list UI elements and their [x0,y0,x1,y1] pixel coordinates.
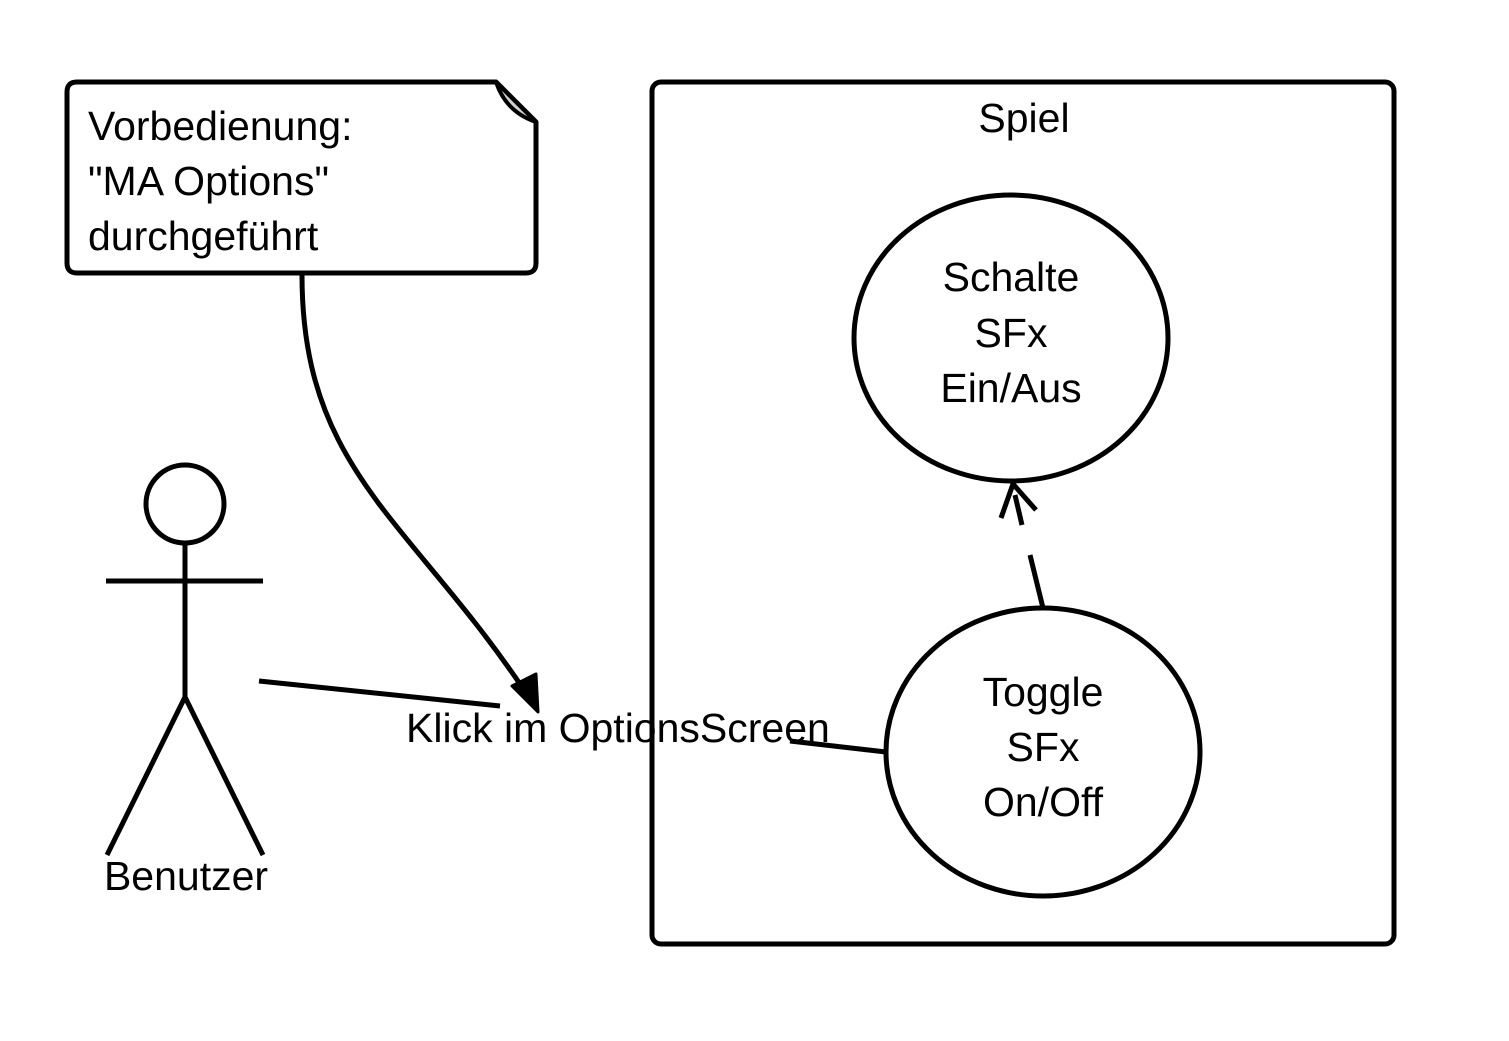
use-case-schalte-line-1: Schalte [943,254,1080,300]
actor-head [143,462,227,546]
use-case-toggle-line-2: SFx [1007,724,1080,770]
dependency-dash-upper [1012,494,1025,526]
actor-right-leg [182,695,266,857]
use-case-schalte-line-2: SFx [975,310,1048,356]
use-case-toggle-line-3: On/Off [983,779,1104,825]
association-line-right [789,738,887,755]
note-connector-arrow [299,274,527,692]
note-body [64,79,539,276]
note-line-2: "MA Options" [88,158,329,204]
use-case-toggle-sfx: Toggle SFx On/Off [883,605,1203,899]
actor-name: Benutzer [104,853,268,899]
system-title: Spiel [978,95,1069,141]
actor-benutzer [104,462,266,857]
dependency-open-arrowhead [998,479,1038,519]
note-line-3: durchgeführt [88,213,319,259]
note-fold-corner [494,80,538,124]
dependency-dash-lower [1027,554,1046,609]
note-connector-arrowhead [510,672,540,714]
association-label: Klick im OptionsScreen [406,705,830,751]
use-case-schalte-line-3: Ein/Aus [940,365,1081,411]
actor-left-leg [104,695,188,857]
system-boundary: Spiel [649,79,1397,947]
use-case-schalte-sfx: Schalte SFx Ein/Aus [851,192,1171,484]
note-line-1: Vorbedienung: [88,103,352,149]
use-case-toggle-line-1: Toggle [983,669,1104,715]
association-line-left [258,678,501,709]
precondition-note: Vorbedienung: "MA Options" durchgeführt [64,79,539,276]
